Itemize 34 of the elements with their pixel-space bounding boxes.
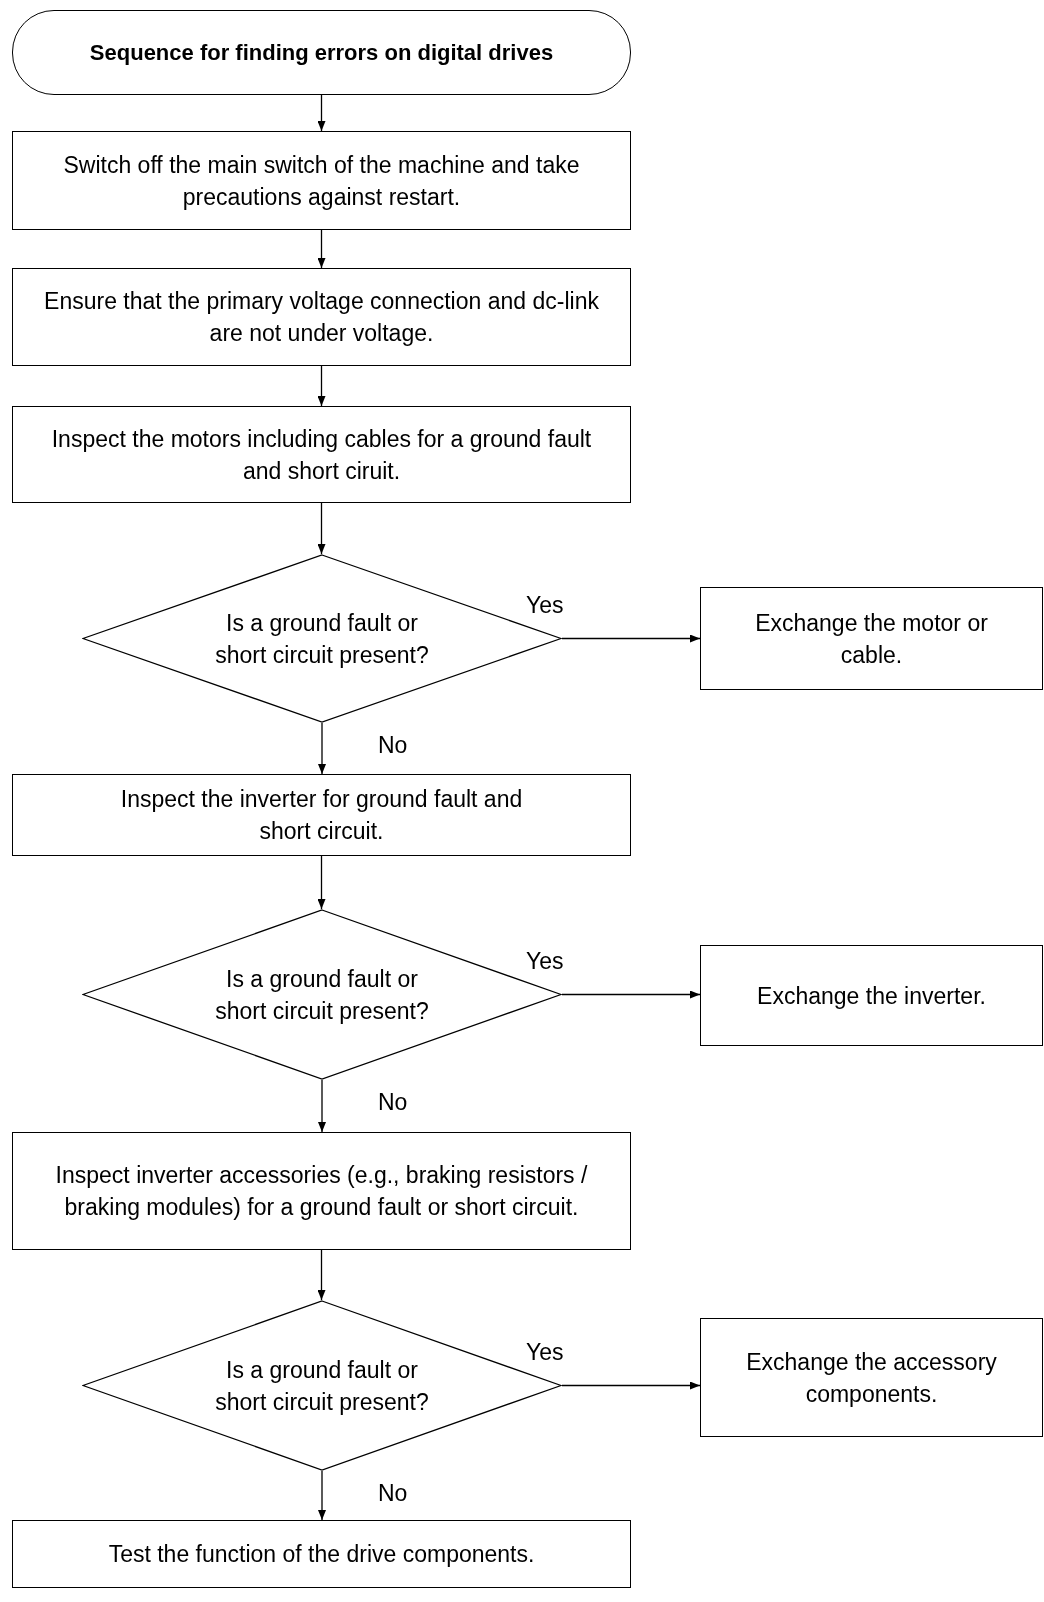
process-box: [12, 406, 631, 503]
process-box: [12, 1520, 631, 1588]
box-text: Inspect the inverter for ground fault and short circuit.: [119, 785, 524, 846]
process-box: [700, 1318, 1043, 1437]
arrow: [317, 229, 326, 269]
arrow: [318, 1079, 326, 1133]
arrow: [561, 634, 701, 643]
arrow: [317, 1249, 326, 1301]
box-text: Inspect inverter accessories (e.g., braking resistors / braking modules) for a ground fault or short circuit.: [54, 1161, 589, 1222]
process-box: [12, 268, 631, 366]
arrow: [317, 94, 326, 132]
process-box: [700, 587, 1043, 690]
box-text: Exchange the motor or cable.: [754, 608, 989, 670]
process-box: [12, 131, 631, 230]
arrow: [317, 365, 326, 407]
box-text: Inspect the motors including cables for a ground fault and short ciruit.: [50, 424, 593, 486]
arrow: [318, 722, 326, 775]
arrow: [561, 990, 701, 999]
arrow: [561, 1381, 701, 1390]
arrow: [317, 502, 326, 555]
arrow: [317, 855, 326, 910]
decision-text: Is a ground fault or short circuit present?: [214, 964, 430, 1026]
decision-text: Is a ground fault or short circuit present?: [214, 608, 430, 670]
process-box: [700, 945, 1043, 1046]
box-text: Exchange the inverter.: [757, 981, 986, 1011]
process-box: [12, 1132, 631, 1250]
box-text: Test the function of the drive components.: [108, 1540, 535, 1569]
decision-text: Is a ground fault or short circuit present?: [214, 1355, 430, 1417]
box-text: Exchange the accessory components.: [745, 1347, 998, 1409]
process-box: [12, 774, 631, 856]
title-text: Sequence for finding errors on digital drives: [89, 38, 554, 67]
arrow: [318, 1470, 326, 1521]
box-text: Switch off the main switch of the machine and take precautions against restart.: [62, 150, 581, 212]
box-text: Ensure that the primary voltage connection and dc-link are not under voltage.: [43, 287, 600, 348]
